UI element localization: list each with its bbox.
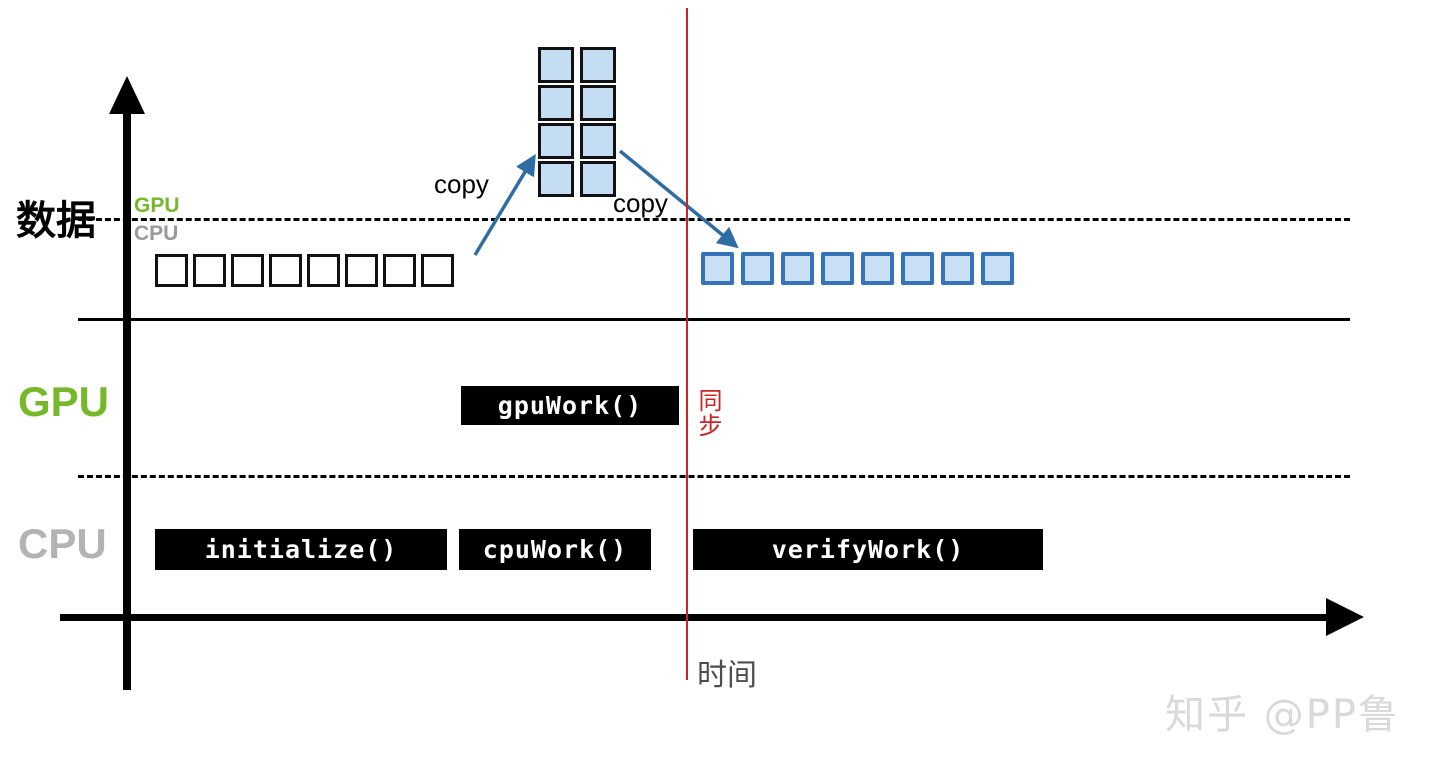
data-block xyxy=(193,254,226,287)
data-block xyxy=(580,47,616,83)
cpu-output-data-blocks xyxy=(701,252,1021,285)
lane-annotation-gpu: GPU xyxy=(134,194,180,217)
data-block xyxy=(155,254,188,287)
data-block xyxy=(861,252,894,285)
data-block xyxy=(901,252,934,285)
copy-label-cpu-to-gpu: copy xyxy=(434,169,489,199)
data-block xyxy=(941,252,974,285)
time-axis-caption: 时间 xyxy=(697,658,757,693)
cpu-work-bar-verifywork: verifyWork() xyxy=(693,529,1043,570)
copy-label-gpu-to-cpu: copy xyxy=(613,188,668,218)
data-block xyxy=(307,254,340,287)
x-axis-arrowhead-icon xyxy=(1326,598,1364,636)
gpu-cpu-lane-dashed-divider xyxy=(78,475,1350,478)
data-block xyxy=(580,161,616,197)
data-block xyxy=(821,252,854,285)
cpu-work-bar-initialize: initialize() xyxy=(155,529,447,570)
data-block xyxy=(580,85,616,121)
data-block xyxy=(345,254,378,287)
cpu-input-data-blocks xyxy=(155,254,459,287)
data-block xyxy=(269,254,302,287)
data-block xyxy=(781,252,814,285)
row-label-gpu: GPU xyxy=(18,378,110,425)
y-axis-line xyxy=(123,110,131,690)
row-label-data: 数据 xyxy=(16,198,96,244)
lane-annotation-cpu: CPU xyxy=(134,222,179,245)
data-block xyxy=(383,254,416,287)
data-section-divider xyxy=(78,318,1350,321)
y-axis-arrowhead-icon xyxy=(109,76,145,114)
gpu-work-bar-gpuwork: gpuWork() xyxy=(461,386,679,425)
data-block xyxy=(538,161,574,197)
x-axis-line xyxy=(60,614,1330,621)
data-block xyxy=(538,123,574,159)
data-block xyxy=(701,252,734,285)
cpu-work-bar-cpuwork: cpuWork() xyxy=(459,529,651,570)
sync-label: 同步 xyxy=(694,388,722,438)
data-block xyxy=(538,47,574,83)
data-block xyxy=(421,254,454,287)
data-gpu-cpu-dashed-divider xyxy=(78,218,1350,221)
watermark: 知乎 @PP鲁 xyxy=(1165,692,1400,738)
data-block xyxy=(981,252,1014,285)
data-block xyxy=(741,252,774,285)
data-block xyxy=(538,85,574,121)
row-label-cpu: CPU xyxy=(18,520,107,567)
data-block xyxy=(580,123,616,159)
data-block xyxy=(231,254,264,287)
gpu-data-block-grid xyxy=(538,47,616,197)
sync-vertical-line xyxy=(686,8,688,680)
